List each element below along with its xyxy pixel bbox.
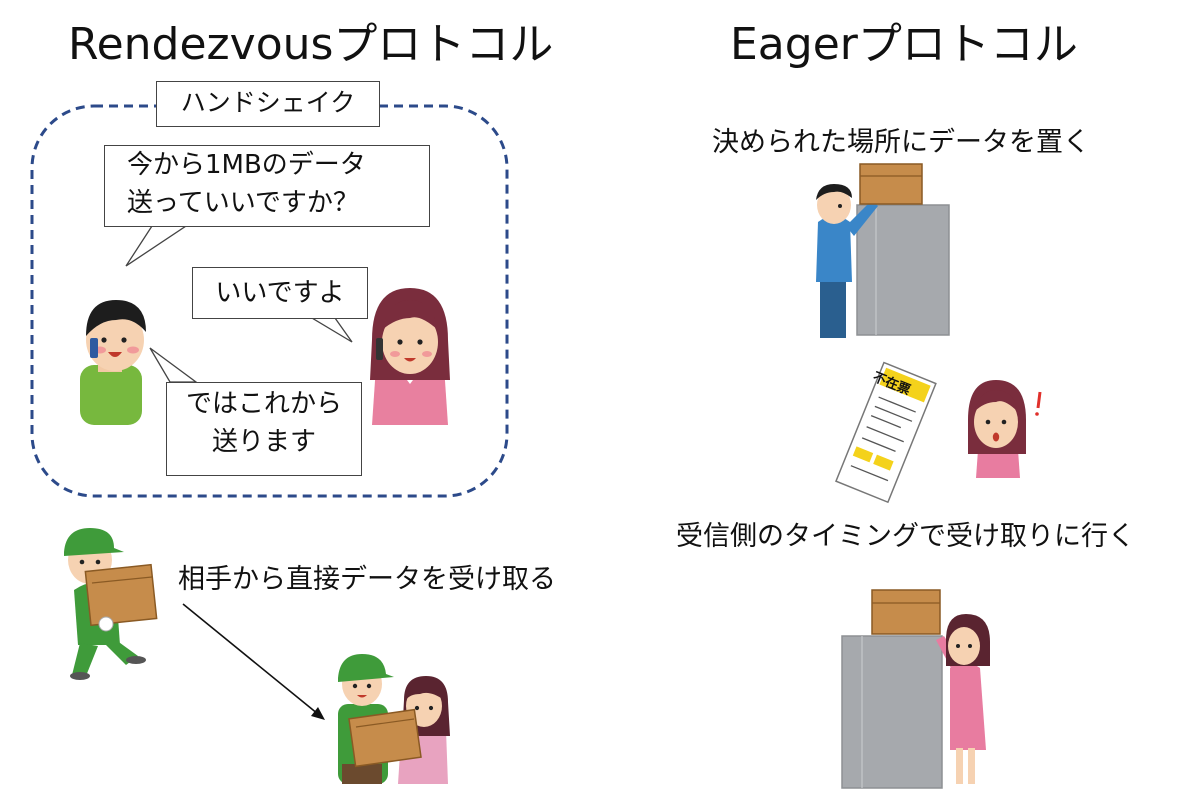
handover-arrowhead [311,707,325,720]
caption-direct-receive: 相手から直接データを受け取る [178,564,556,595]
question-bubble: 今から1MBのデータ 送っていいですか？ [104,145,430,227]
eager-title: Eagerプロトコル [730,19,1078,70]
woman-retrieving-box [871,589,990,784]
woman-phone-figure [370,288,450,425]
question-bubble-line2: 送っていいですか？ [127,188,359,218]
man-placing-box [816,163,923,338]
locker-bottom [841,635,943,789]
handover-arrow [182,603,319,715]
ok-bubble: いいですよ [192,267,368,319]
notice-slip-icon [835,361,937,504]
question-bubble-tail [125,225,189,267]
rendezvous-title: Rendezvousプロトコル [68,19,554,70]
courier-carrying-figure [64,528,158,680]
caption-place-data: 決められた場所にデータを置く [712,127,1090,158]
send-bubble: ではこれから 送ります [166,382,362,476]
surprised-woman-figure [968,380,1042,478]
handover-figures [338,654,450,784]
ok-bubble-tail [309,317,353,343]
send-bubble-tail [149,347,198,383]
caption-pickup: 受信側のタイミングで受け取りに行く [676,521,1135,552]
handshake-label: ハンドシェイク [156,81,380,127]
ok-bubble-text: いいですよ [215,278,345,308]
locker-top [856,204,950,336]
man-phone-figure [80,300,146,425]
send-bubble-line1: ではこれから [185,389,342,419]
question-bubble-line1: 今から1MBのデータ [127,150,366,180]
send-bubble-line2: 送ります [211,427,316,457]
